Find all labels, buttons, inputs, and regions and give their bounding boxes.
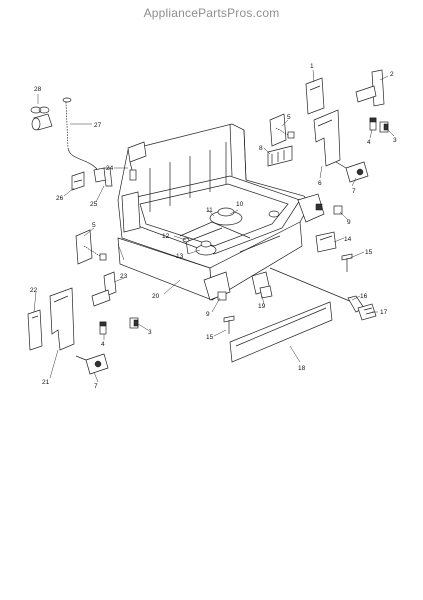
callout-9: 9: [347, 219, 351, 226]
part-26: [71, 171, 85, 191]
drain-hose-27: [62, 97, 107, 183]
callout-15-lower: 15: [206, 334, 214, 341]
callout-23: 23: [120, 273, 128, 280]
screw-15: [341, 253, 353, 272]
part-8: [267, 145, 293, 167]
kickplate-18: [229, 301, 333, 363]
callout-7-lower: 7: [94, 383, 98, 390]
callout-4-lower: 4: [101, 341, 105, 348]
part-5: [269, 113, 295, 147]
callout-3: 3: [393, 137, 397, 144]
screw-15-lower: [223, 315, 235, 334]
callout-labels: 1 2 3 4 5 6 7 8 9 10 11 12 13 14 15 16 1…: [30, 63, 397, 390]
part-9-lower: [217, 291, 227, 301]
callout-5-lower: 5: [92, 222, 96, 229]
part-9: [333, 205, 343, 215]
callout-10: 10: [236, 201, 244, 208]
part-17: [357, 303, 377, 321]
callout-4: 4: [367, 139, 371, 146]
clamps-28: [30, 106, 53, 131]
callout-25: 25: [90, 201, 98, 208]
site-watermark: AppliancePartsPros.com: [143, 6, 280, 20]
bracket-1: [305, 77, 325, 115]
part-7-lower: [75, 353, 109, 375]
part-4-lower: [99, 321, 107, 335]
callout-19: 19: [258, 303, 266, 310]
callout-12: 12: [162, 233, 170, 240]
part-24: [127, 141, 147, 181]
callout-3-lower: 3: [148, 329, 152, 336]
callout-6: 6: [318, 180, 322, 187]
callout-5: 5: [287, 114, 291, 121]
callout-17: 17: [380, 309, 388, 316]
rod-16: [269, 267, 365, 313]
callout-14: 14: [344, 236, 352, 243]
part-23: [91, 271, 117, 307]
callout-24: 24: [106, 165, 114, 172]
callout-20: 20: [152, 293, 160, 300]
part-3-lower: [129, 317, 139, 329]
bracket-21: [49, 287, 75, 351]
callout-8: 8: [259, 145, 263, 152]
bracket-6: [313, 109, 341, 167]
callout-2: 2: [390, 71, 394, 78]
bracket-2: [355, 69, 385, 107]
leader-lines: [33, 69, 395, 383]
part-19: [251, 271, 273, 299]
part-14: [315, 231, 337, 253]
callout-21: 21: [42, 379, 50, 386]
callout-18: 18: [298, 365, 306, 372]
callout-13: 13: [176, 253, 184, 260]
callout-7: 7: [352, 188, 356, 195]
part-5-lower: [75, 229, 107, 265]
callout-16: 16: [360, 293, 368, 300]
callout-11: 11: [206, 207, 213, 214]
callout-15: 15: [365, 249, 373, 256]
callout-28: 28: [34, 86, 42, 93]
callout-1: 1: [310, 63, 314, 70]
part-7: [335, 161, 369, 183]
callout-22: 22: [30, 287, 38, 294]
callout-27: 27: [94, 122, 102, 129]
part-22: [27, 309, 43, 351]
part-25: [103, 167, 113, 187]
callout-9-lower: 9: [206, 311, 210, 318]
part-3: [379, 121, 389, 133]
callout-26: 26: [56, 195, 64, 202]
tub-base-assembly: [117, 123, 325, 301]
part-4: [369, 117, 377, 131]
